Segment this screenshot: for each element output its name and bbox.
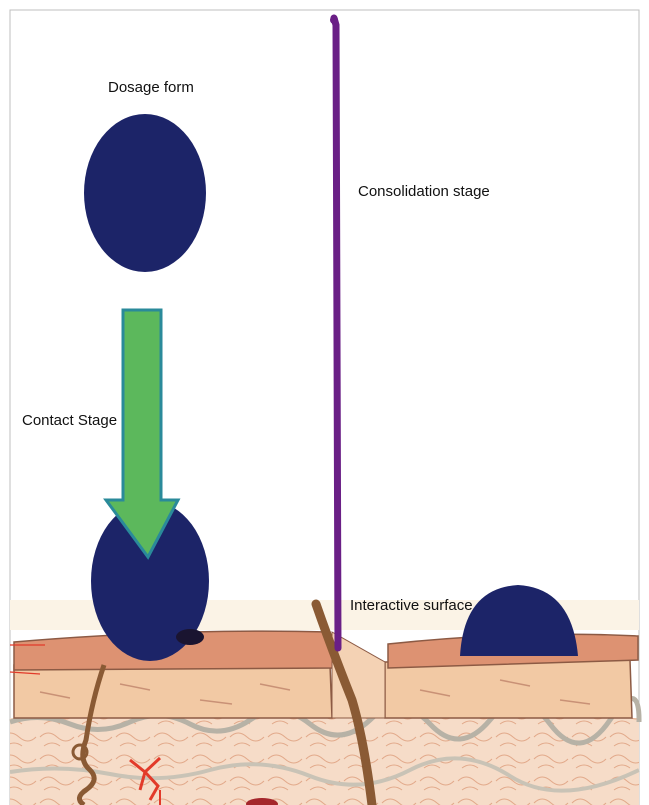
consolidation-stage-line (334, 18, 338, 648)
contact-stage-label: Contact Stage (22, 413, 117, 428)
dosage-form-label: Dosage form (108, 80, 194, 95)
epidermis-block-right (385, 660, 632, 718)
interactive-surface-label: Interactive surface (350, 598, 473, 613)
consolidation-stage-label: Consolidation stage (358, 184, 490, 199)
consolidation-line-top (330, 16, 338, 24)
contact-shadow (176, 629, 204, 645)
epidermis-block-left (14, 665, 332, 718)
dosage-form-top (84, 114, 206, 272)
